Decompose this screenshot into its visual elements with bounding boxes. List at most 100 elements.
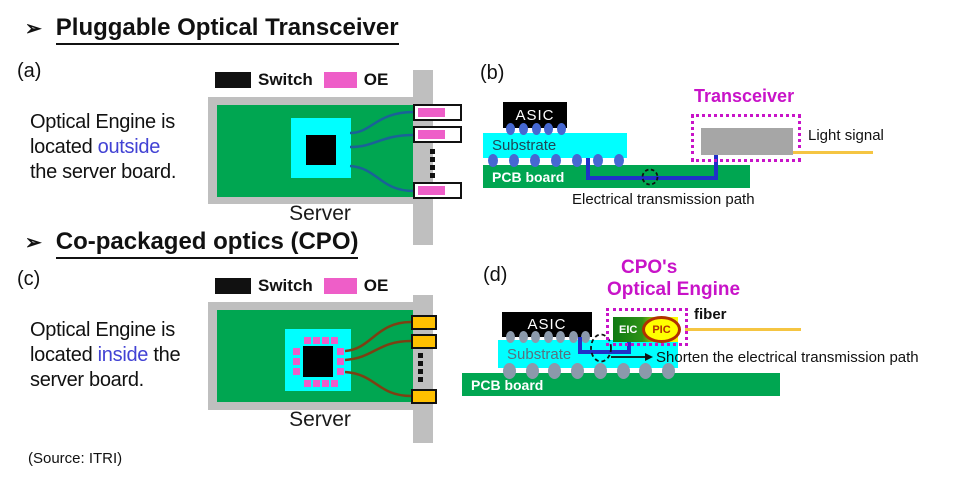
- solder-bump: [614, 154, 624, 167]
- solder-bump: [551, 154, 561, 167]
- oe-chiplet: [313, 337, 320, 344]
- oe-module: [418, 186, 445, 195]
- solder-bump: [593, 363, 607, 379]
- panel-a-legend: Switch OE: [215, 70, 388, 90]
- wire: [349, 133, 415, 149]
- pcb-board: PCB board: [462, 373, 780, 396]
- legend-switch-label: Switch: [258, 70, 313, 89]
- dot: [418, 377, 423, 382]
- shorten-label: Shorten the electrical transmission path: [656, 349, 919, 366]
- solder-bump: [525, 363, 539, 379]
- electrical-path-line: [586, 151, 718, 180]
- optical-engine-dotted-box: [606, 308, 688, 346]
- cpo-title-line2: Optical Engine: [607, 279, 741, 300]
- oe-chiplet: [331, 380, 338, 387]
- oe-chiplet: [331, 337, 338, 344]
- transceiver-body: [701, 128, 793, 155]
- panel-a-caption: Optical Engine is located outside the se…: [30, 110, 220, 185]
- caption-highlight: inside: [97, 344, 149, 366]
- oe-chiplets-top: [304, 337, 338, 344]
- caption-line: Optical Engine is: [30, 319, 175, 341]
- caption-line: the server board.: [30, 161, 177, 183]
- legend-oe-label: OE: [363, 70, 389, 89]
- solder-bump: [488, 154, 498, 167]
- solder-bump: [639, 363, 653, 379]
- solder-bump: [616, 363, 630, 379]
- oe-module: [418, 108, 445, 117]
- oe-chiplet: [293, 358, 300, 365]
- solder-bump: [506, 331, 515, 343]
- eic-label: EIC: [619, 323, 638, 336]
- fiber-line: [685, 328, 801, 331]
- solder-bumps-row: [506, 331, 590, 343]
- solder-bump: [518, 331, 528, 343]
- light-signal-label: Light signal: [808, 127, 884, 144]
- oe-chiplets-bottom: [304, 380, 338, 387]
- switch-chip: [306, 135, 336, 165]
- fiber-connector: [411, 389, 437, 404]
- eic-pic-block: EIC PIC: [613, 316, 681, 343]
- electrical-path-line: [578, 337, 631, 354]
- solder-bump: [503, 363, 516, 379]
- solder-bump: [530, 154, 540, 167]
- solder-bump: [509, 154, 519, 167]
- section2-heading: ➢ Co-packaged optics (CPO): [25, 228, 359, 259]
- solder-bump: [531, 123, 541, 135]
- dot: [418, 361, 423, 366]
- solder-bumps-row: [488, 154, 624, 167]
- solder-bump: [571, 363, 585, 379]
- arrow-bullet-icon: ➢: [25, 232, 42, 254]
- solder-bump: [518, 123, 528, 135]
- wire: [344, 320, 412, 353]
- panel-c-label: (c): [17, 268, 41, 290]
- shortened-path-graphic: [578, 333, 653, 363]
- fiber-connector: [411, 315, 437, 330]
- panel-a-label: (a): [17, 60, 42, 82]
- wire: [344, 370, 412, 398]
- oe-swatch-icon: [323, 278, 357, 294]
- dot: [418, 353, 423, 358]
- cpo-title-line1: CPO's: [621, 257, 678, 278]
- solder-bump: [661, 363, 675, 379]
- solder-bump: [581, 331, 590, 343]
- light-signal-line: [793, 151, 873, 154]
- arrow-bullet-icon: ➢: [25, 18, 42, 40]
- dot: [430, 173, 435, 178]
- arrowhead-icon: [645, 353, 653, 361]
- oe-swatch-icon: [323, 72, 357, 88]
- switch-swatch-icon: [215, 278, 251, 294]
- caption-highlight: outside: [97, 136, 161, 158]
- caption-line: Optical Engine is: [30, 111, 175, 133]
- oe-chiplet: [322, 380, 329, 387]
- solder-bump: [557, 123, 566, 135]
- fiber-wires: [344, 320, 412, 398]
- dot: [430, 149, 435, 154]
- pic-label: PIC: [652, 323, 671, 336]
- oe-chiplet: [304, 337, 311, 344]
- solder-bump: [593, 154, 603, 167]
- solder-bump: [531, 331, 540, 343]
- pluggable-transceiver: [413, 182, 462, 199]
- solder-bump: [506, 123, 515, 135]
- substrate: Substrate: [483, 133, 627, 158]
- panel-b-label: (b): [480, 62, 505, 84]
- fiber-label: fiber: [694, 306, 727, 323]
- oe-chiplet: [293, 368, 300, 375]
- elec-path-label: Electrical transmission path: [572, 191, 755, 208]
- oe-chiplet: [337, 348, 344, 355]
- oe-chiplet: [322, 337, 329, 344]
- solder-bump: [556, 331, 565, 343]
- oe-module: [418, 130, 445, 139]
- solder-bumps-row: [506, 123, 566, 135]
- switch-swatch-icon: [215, 72, 251, 88]
- fiber-connector: [411, 334, 437, 349]
- oe-chiplet: [293, 348, 300, 355]
- server-label-c: Server: [289, 408, 351, 431]
- solder-bump: [548, 363, 562, 379]
- ellipsis-dots: [430, 149, 435, 178]
- section1-heading: ➢ Pluggable Optical Transceiver: [25, 14, 399, 45]
- wire: [344, 339, 412, 362]
- dot: [430, 165, 435, 170]
- oe-chiplets-left: [293, 348, 300, 375]
- dashed-ellipse: [590, 333, 612, 363]
